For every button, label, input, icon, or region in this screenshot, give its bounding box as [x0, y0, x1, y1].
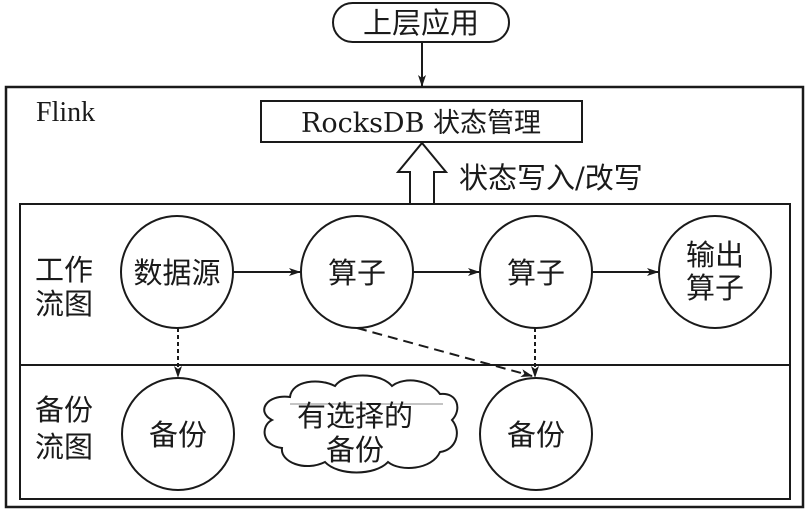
top-app-node: 上层应用: [332, 2, 510, 43]
node-output: 输出 算子: [658, 215, 772, 329]
cloud-shape: [263, 374, 459, 474]
node-backup-2-label: 备份: [507, 418, 565, 452]
node-source: 数据源: [120, 215, 234, 329]
node-selective-backup: 有选择的 备份: [263, 374, 459, 474]
selective-backup-label-2: 备份: [326, 433, 384, 467]
node-backup-1: 备份: [121, 377, 235, 491]
node-operator-2-label: 算子: [507, 256, 565, 290]
node-operator-1-label: 算子: [328, 256, 386, 290]
node-output-label-1: 输出: [686, 238, 744, 272]
node-backup-2: 备份: [479, 377, 593, 491]
node-backup-1-label: 备份: [149, 418, 207, 452]
flink-container: [4, 85, 805, 509]
node-operator-2: 算子: [479, 215, 593, 329]
state-write-arrow: [395, 141, 449, 204]
selective-backup-label-1: 有选择的: [297, 399, 413, 433]
top-app-label: 上层应用: [363, 6, 479, 40]
rocksdb-label: RocksDB 状态管理: [301, 108, 541, 139]
flink-label: Flink: [36, 97, 95, 128]
node-output-label-2: 算子: [686, 271, 744, 305]
work-flow-label-2: 流图: [35, 287, 93, 321]
node-source-label: 数据源: [133, 256, 220, 290]
backup-arrow-operator-1-selective: [356, 327, 533, 377]
backup-flow-label-2: 流图: [35, 430, 93, 464]
rocksdb-node: RocksDB 状态管理: [260, 100, 583, 143]
backup-flow-panel: [19, 364, 791, 500]
node-backup-1-shape: [121, 377, 235, 491]
node-output-shape: [658, 215, 772, 329]
work-flow-label-1: 工作: [35, 253, 93, 287]
state-write-label: 状态写入/改写: [459, 161, 643, 195]
node-operator-1: 算子: [300, 215, 414, 329]
rocksdb-shape: [260, 100, 583, 143]
backup-flow-label-1: 备份: [35, 393, 93, 427]
node-backup-2-shape: [479, 377, 593, 491]
